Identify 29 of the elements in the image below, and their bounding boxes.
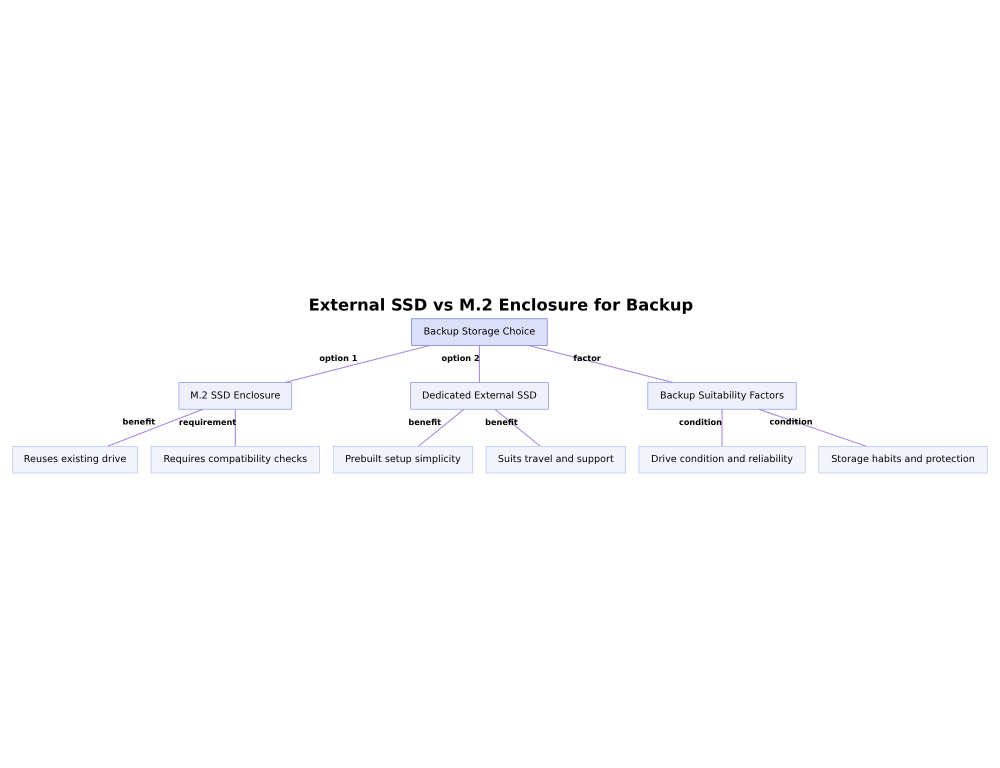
edge-label: benefit [122,416,156,427]
node-box: Dedicated External SSD [410,382,549,410]
node-box: Storage habits and protection [818,446,988,474]
edge-label: benefit [408,416,442,427]
node-box: Drive condition and reliability [638,446,806,474]
node-box: Suits travel and support [486,446,626,474]
edge-label: condition [770,416,813,427]
node-box: Backup Suitability Factors [647,382,797,410]
edge-label: condition [678,416,722,427]
node-box: Backup Storage Choice [411,318,548,346]
node-box: Requires compatibility checks [150,446,320,474]
connector [721,410,723,446]
edge-label: option 1 [319,352,358,363]
connector [758,408,866,447]
node-box: Prebuilt setup simplicity [332,446,474,474]
connector [418,409,464,447]
connector [494,409,541,447]
edge-label: benefit [485,416,518,427]
connector [528,344,674,384]
connector [234,410,236,446]
connector [478,346,480,382]
diagram-title: External SSD vs M.2 Enclosure for Backup [308,295,694,314]
edge-label: requirement [178,416,236,427]
edge-label: option 2 [442,352,480,363]
connector [107,408,203,447]
connector [284,344,430,384]
node-box: M.2 SSD Enclosure [178,382,292,410]
node-box: Reuses existing drive [12,446,138,474]
edge-label: factor [573,352,601,363]
